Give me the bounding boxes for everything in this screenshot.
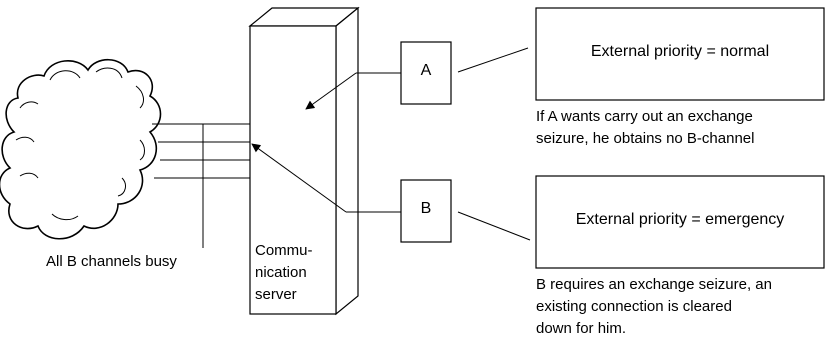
phone-a-arrow xyxy=(305,72,357,110)
server-label-line-3: server xyxy=(255,286,297,303)
note-b-line-1: B requires an exchange seizure, an xyxy=(536,276,772,293)
server-front-face xyxy=(249,25,337,315)
network-cloud xyxy=(0,58,162,240)
cloud-texture xyxy=(15,67,145,221)
note-a-line-2: seizure, he obtains no B-channel xyxy=(536,130,755,147)
priority-box-emergency xyxy=(535,175,825,269)
note-a-line-1: If A wants carry out an exchange xyxy=(536,108,753,125)
callout-b-line xyxy=(457,211,531,241)
phone-b-label: B xyxy=(420,200,432,217)
note-b-line-2: existing connection is cleared xyxy=(536,298,732,315)
server-side-face xyxy=(335,6,359,316)
callout-a-line xyxy=(457,47,529,73)
phone-b-arrow xyxy=(251,143,347,213)
note-b-line-3: down for him. xyxy=(536,320,627,337)
priority-normal-label: External priority = normal xyxy=(590,43,770,60)
phone-a-label: A xyxy=(420,62,432,79)
server-label-line-2: nication xyxy=(255,264,307,281)
phone-b-box xyxy=(400,179,452,243)
server-label-line-1: Commu- xyxy=(255,242,313,259)
priority-box-normal xyxy=(535,7,825,101)
cloud-caption: All B channels busy xyxy=(46,253,177,270)
priority-emergency-label: External priority = emergency xyxy=(575,211,785,228)
phone-a-box xyxy=(400,41,452,105)
